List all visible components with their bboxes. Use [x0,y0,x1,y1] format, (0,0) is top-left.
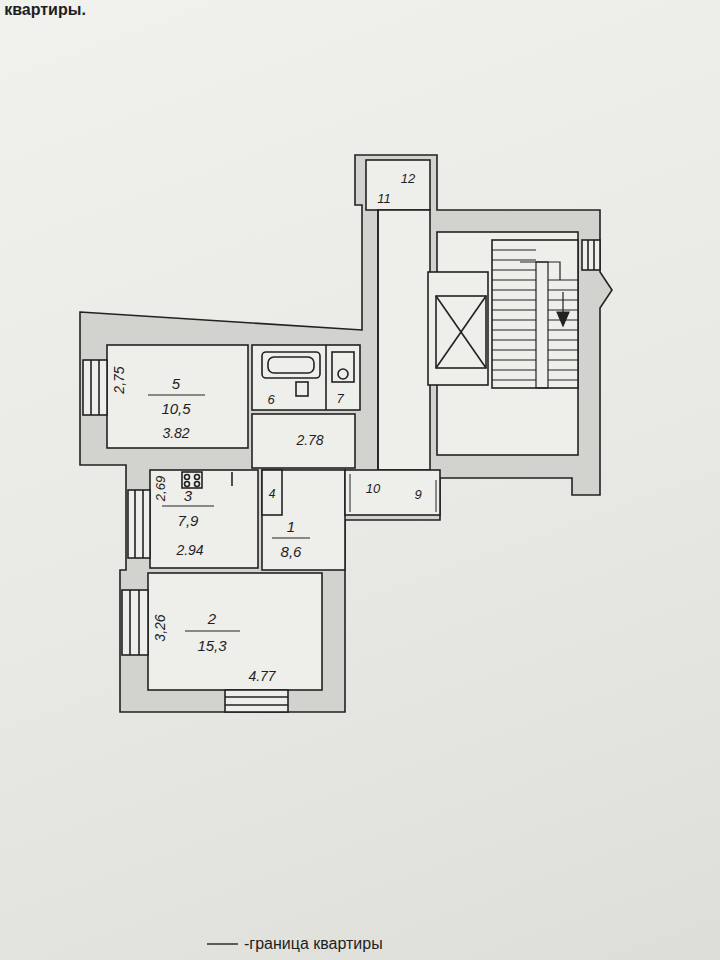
room-label: 4.77 [248,669,275,683]
room-label: 10,5 [161,401,190,416]
room-label: 7,9 [178,513,199,528]
room-label: 10 [366,482,380,495]
room-label: 2.94 [176,543,203,557]
room-label: 1 [287,519,295,534]
legend-text: -граница квартиры [244,936,383,952]
room-label: 12 [401,172,415,185]
room-label: 3 [184,488,192,503]
room-label: 4 [269,488,276,500]
room-label: 5 [172,376,180,391]
room-label: 11 [377,192,391,205]
room-label: 3.82 [162,426,189,440]
room-label: 15,3 [197,638,226,653]
room-label: 9 [414,488,421,501]
legend-line-sample [207,943,238,944]
heading-fragment: квартиры. [4,2,86,18]
room-label: 8,6 [281,544,302,559]
room-label: 2 [208,611,216,626]
room-label: 6 [267,393,274,406]
room-label: 2.78 [296,433,323,447]
room-label: 2,69 [155,475,168,500]
room-label: 3,26 [153,614,167,641]
room-label: 7 [336,392,343,405]
room-label: 2,75 [112,366,126,393]
